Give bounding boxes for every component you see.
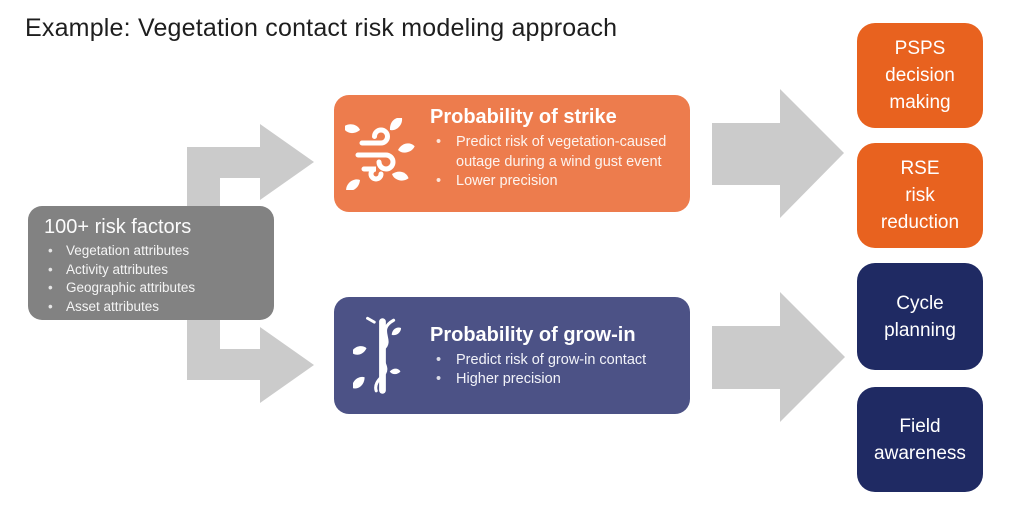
arrow-strike-to-outcomes — [712, 89, 844, 218]
elbow-arrow-to-grow-in — [187, 311, 314, 403]
risk-factors-heading: 100+ risk factors — [44, 216, 192, 238]
probability-of-strike-box: Probability of strike Predict risk of ve… — [334, 95, 690, 212]
list-item: Predict risk of grow-in contact — [430, 351, 684, 371]
list-item: Vegetation attributes — [44, 242, 262, 261]
grow-in-list: Predict risk of grow-in contact Higher p… — [430, 351, 674, 390]
outcome-psps-decision-making: PSPS decision making — [857, 23, 983, 128]
risk-factors-box: 100+ risk factors Vegetation attributes … — [28, 206, 274, 320]
wind-leaves-icon — [334, 95, 430, 212]
arrow-grow-in-to-outcomes — [712, 292, 845, 422]
vine-pole-icon — [334, 297, 430, 414]
strike-list: Predict risk of vegetation-caused outage… — [430, 133, 674, 192]
grow-in-heading: Probability of grow-in — [430, 323, 636, 346]
outcome-field-awareness: Field awareness — [857, 387, 983, 492]
outcome-cycle-planning: Cycle planning — [857, 263, 983, 370]
strike-heading: Probability of strike — [430, 106, 617, 128]
slide-title: Example: Vegetation contact risk modelin… — [25, 14, 618, 42]
list-item: Activity attributes — [44, 261, 262, 280]
list-item: Higher precision — [430, 370, 684, 390]
list-item: Lower precision — [430, 172, 684, 192]
outcome-rse-risk-reduction: RSE risk reduction — [857, 143, 983, 248]
elbow-arrow-to-strike — [187, 124, 314, 216]
risk-factors-list: Vegetation attributes Activity attribute… — [44, 242, 262, 316]
probability-of-grow-in-box: Probability of grow-in Predict risk of g… — [334, 297, 690, 414]
list-item: Asset attributes — [44, 298, 262, 317]
list-item: Predict risk of vegetation-caused outage… — [430, 133, 684, 172]
list-item: Geographic attributes — [44, 279, 262, 298]
